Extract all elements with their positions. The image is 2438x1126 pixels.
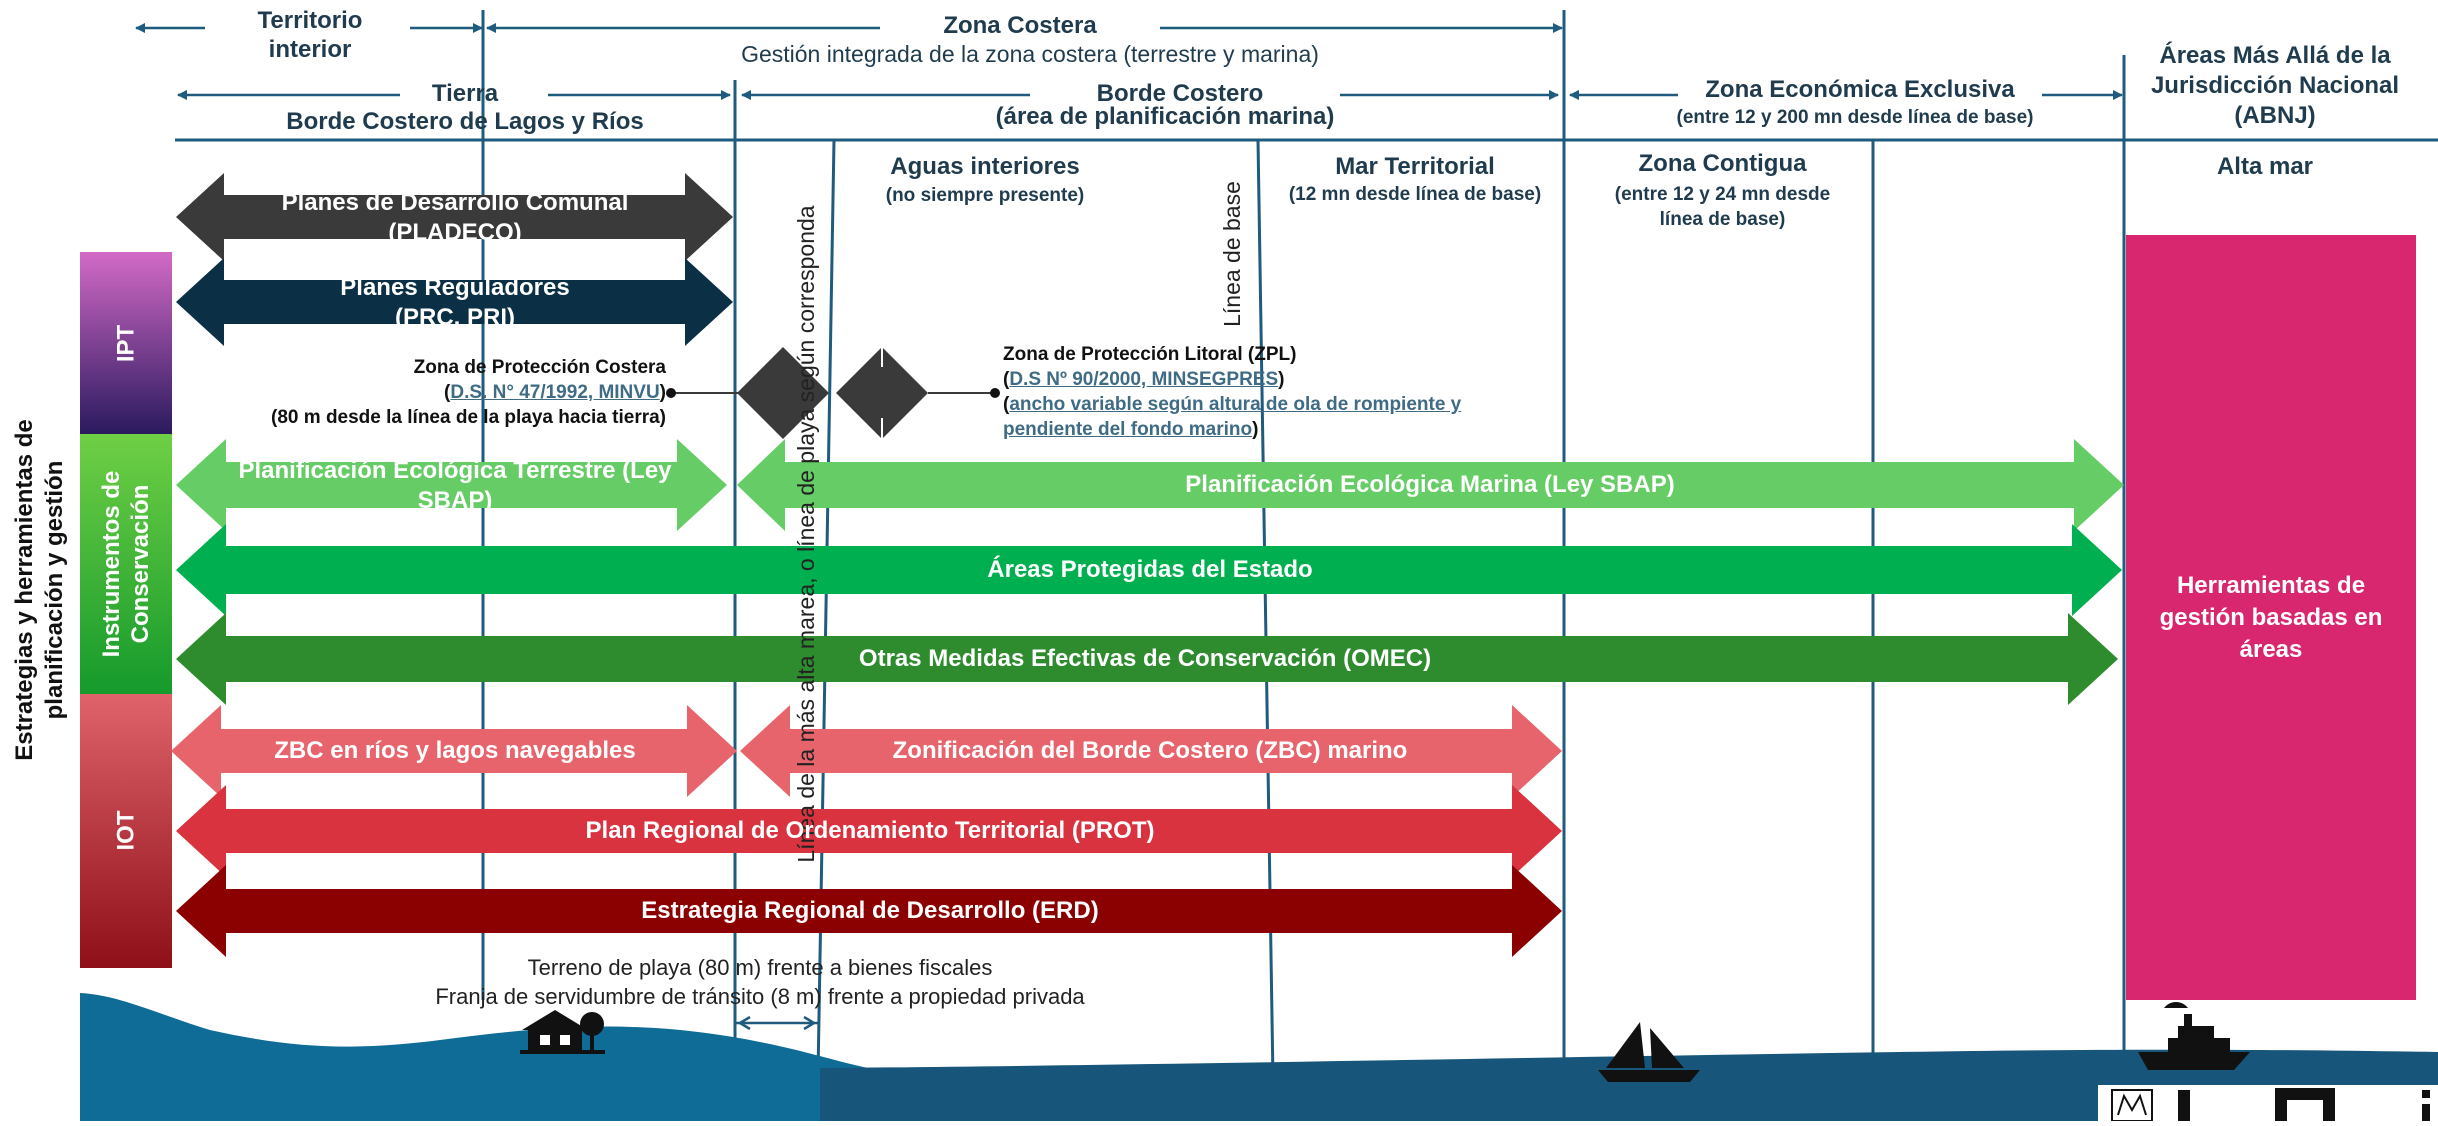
aguas-interiores-label: Aguas interiores	[890, 153, 1080, 180]
eco-marina-text: Planificación Ecológica Marina (Ley SBAP…	[1185, 471, 1675, 498]
zbc-rios-text: ZBC en ríos y lagos navegables	[274, 737, 636, 764]
zpl-annotation: Zona de Protección Litoral (ZPL) (D.S Nº…	[1003, 342, 1563, 442]
zee-title: Zona Económica Exclusiva	[1705, 76, 2015, 103]
internal-waters-line	[816, 139, 836, 1076]
zpl-diamond	[836, 347, 928, 439]
protection-zone-markers	[666, 347, 1000, 439]
base-line	[1256, 139, 1275, 1081]
zee-subtitle: (entre 12 y 200 mn desde línea de base)	[1676, 107, 2034, 128]
prot-text: Plan Regional de Ordenamiento Territoria…	[585, 817, 1155, 844]
arrow-eco-terrestre	[176, 439, 727, 531]
zpc-detail: (80 m desde la línea de la playa hacia t…	[271, 407, 666, 428]
emblem-icon	[2098, 1085, 2438, 1122]
aguas-interiores-sub: (no siempre presente)	[885, 185, 1085, 206]
abnj-box	[2126, 235, 2416, 1000]
zona-contigua-label: Zona Contigua	[1638, 150, 1807, 177]
ship-icon	[2138, 1002, 2250, 1070]
arrow-eco-marina	[737, 439, 2124, 531]
iot-bar	[80, 694, 172, 968]
zona-costera-title: Zona Costera	[943, 12, 1097, 39]
bottom-note-1: Terreno de playa (80 m) frente a bienes …	[527, 955, 993, 980]
mar-territorial-label: Mar Territorial	[1335, 153, 1495, 180]
arrow-areas-protegidas	[176, 524, 2122, 616]
arrow-zbc-marino	[740, 705, 1562, 797]
arrow-pladeco	[176, 173, 733, 261]
eco-terrestre-text: Planificación Ecológica Terrestre (Ley S…	[238, 457, 672, 514]
zpl-ref: (D.S Nº 90/2000, MINSEGPRES)	[1003, 369, 1285, 390]
zpl-title: Zona de Protección Litoral (ZPL)	[1003, 344, 1297, 365]
beach-strip-measure	[736, 1015, 818, 1031]
areas-protegidas-text: Áreas Protegidas del Estado	[987, 556, 1313, 583]
zpc-title: Zona de Protección Costera	[413, 357, 666, 378]
zpl-detail-2: pendiente del fondo marino)	[1003, 419, 1259, 440]
zpc-ref: (D.S. N° 47/1992, MINVU)	[444, 382, 666, 403]
zpl-detail: (ancho variable según altura de ola de r…	[1003, 394, 1462, 415]
reguladores-text: Planes Reguladores (PRC, PRI)	[340, 274, 570, 331]
bottom-note-2: Franja de servidumbre de tránsito (8 m) …	[435, 984, 1085, 1009]
zpl-ref-link[interactable]: D.S Nº 90/2000, MINSEGPRES	[1009, 369, 1279, 390]
abnj-label: Áreas Más Allá de la Jurisdicción Nacion…	[2150, 42, 2400, 129]
pladeco-text: Planes de Desarrollo Comunal (PLADECO)	[281, 189, 629, 246]
borde-costero-subtitle: (área de planificación marina)	[995, 103, 1335, 130]
tierra-subtitle: Borde Costero de Lagos y Ríos	[286, 108, 644, 135]
zpc-annotation: Zona de Protección Costera (D.S. N° 47/1…	[236, 355, 666, 430]
alta-mar-label: Alta mar	[2216, 153, 2314, 180]
borde-costero-title: Borde Costero	[1096, 80, 1264, 107]
tierra-title: Tierra	[431, 80, 499, 107]
conservacion-label: Instrumentos de Conservación	[98, 470, 154, 658]
zona-contigua-sub: (entre 12 y 24 mn desde línea de base)	[1614, 184, 1831, 230]
omec-text: Otras Medidas Efectivas de Conservación …	[858, 645, 1432, 672]
arrow-erd	[176, 865, 1562, 957]
zona-costera-subtitle: Gestión integrada de la zona costera (te…	[741, 41, 1319, 67]
arrow-prot	[176, 785, 1562, 877]
abnj-box-text: Herramientas de gestión basadas en áreas	[2159, 572, 2383, 663]
ipt-bar	[80, 252, 172, 434]
linea-base-label: Línea de base	[1219, 181, 1245, 327]
zpl-detail-link-1[interactable]: ancho variable según altura de ola de ro…	[1009, 394, 1462, 415]
zbc-marino-text: Zonificación del Borde Costero (ZBC) mar…	[892, 737, 1408, 764]
zpc-diamond	[737, 347, 829, 439]
arrow-omec	[176, 613, 2118, 705]
house-icon	[520, 1010, 605, 1054]
arrow-reguladores	[176, 258, 733, 346]
zpc-ref-link[interactable]: D.S. N° 47/1992, MINVU	[450, 382, 660, 403]
zpc-dot	[666, 388, 676, 398]
erd-text: Estrategia Regional de Desarrollo (ERD)	[641, 897, 1099, 924]
side-main-label: Estrategias y herramientas de planificac…	[11, 419, 68, 761]
iot-label: IOT	[112, 810, 140, 851]
mar-territorial-sub: (12 mn desde línea de base)	[1288, 184, 1542, 205]
zpl-detail-link-2[interactable]: pendiente del fondo marino	[1003, 419, 1253, 440]
zpl-dot	[990, 388, 1000, 398]
conservation-bar	[80, 434, 172, 694]
header-brackets	[135, 23, 2123, 100]
territorio-interior-label: Territorio interior	[257, 7, 363, 63]
sea-surface	[820, 1049, 2438, 1121]
planning-arrows	[171, 173, 2124, 957]
ipt-label: IPT	[112, 324, 140, 363]
arrow-zbc-rios	[171, 705, 737, 797]
sailboat-icon	[1598, 1022, 1700, 1082]
